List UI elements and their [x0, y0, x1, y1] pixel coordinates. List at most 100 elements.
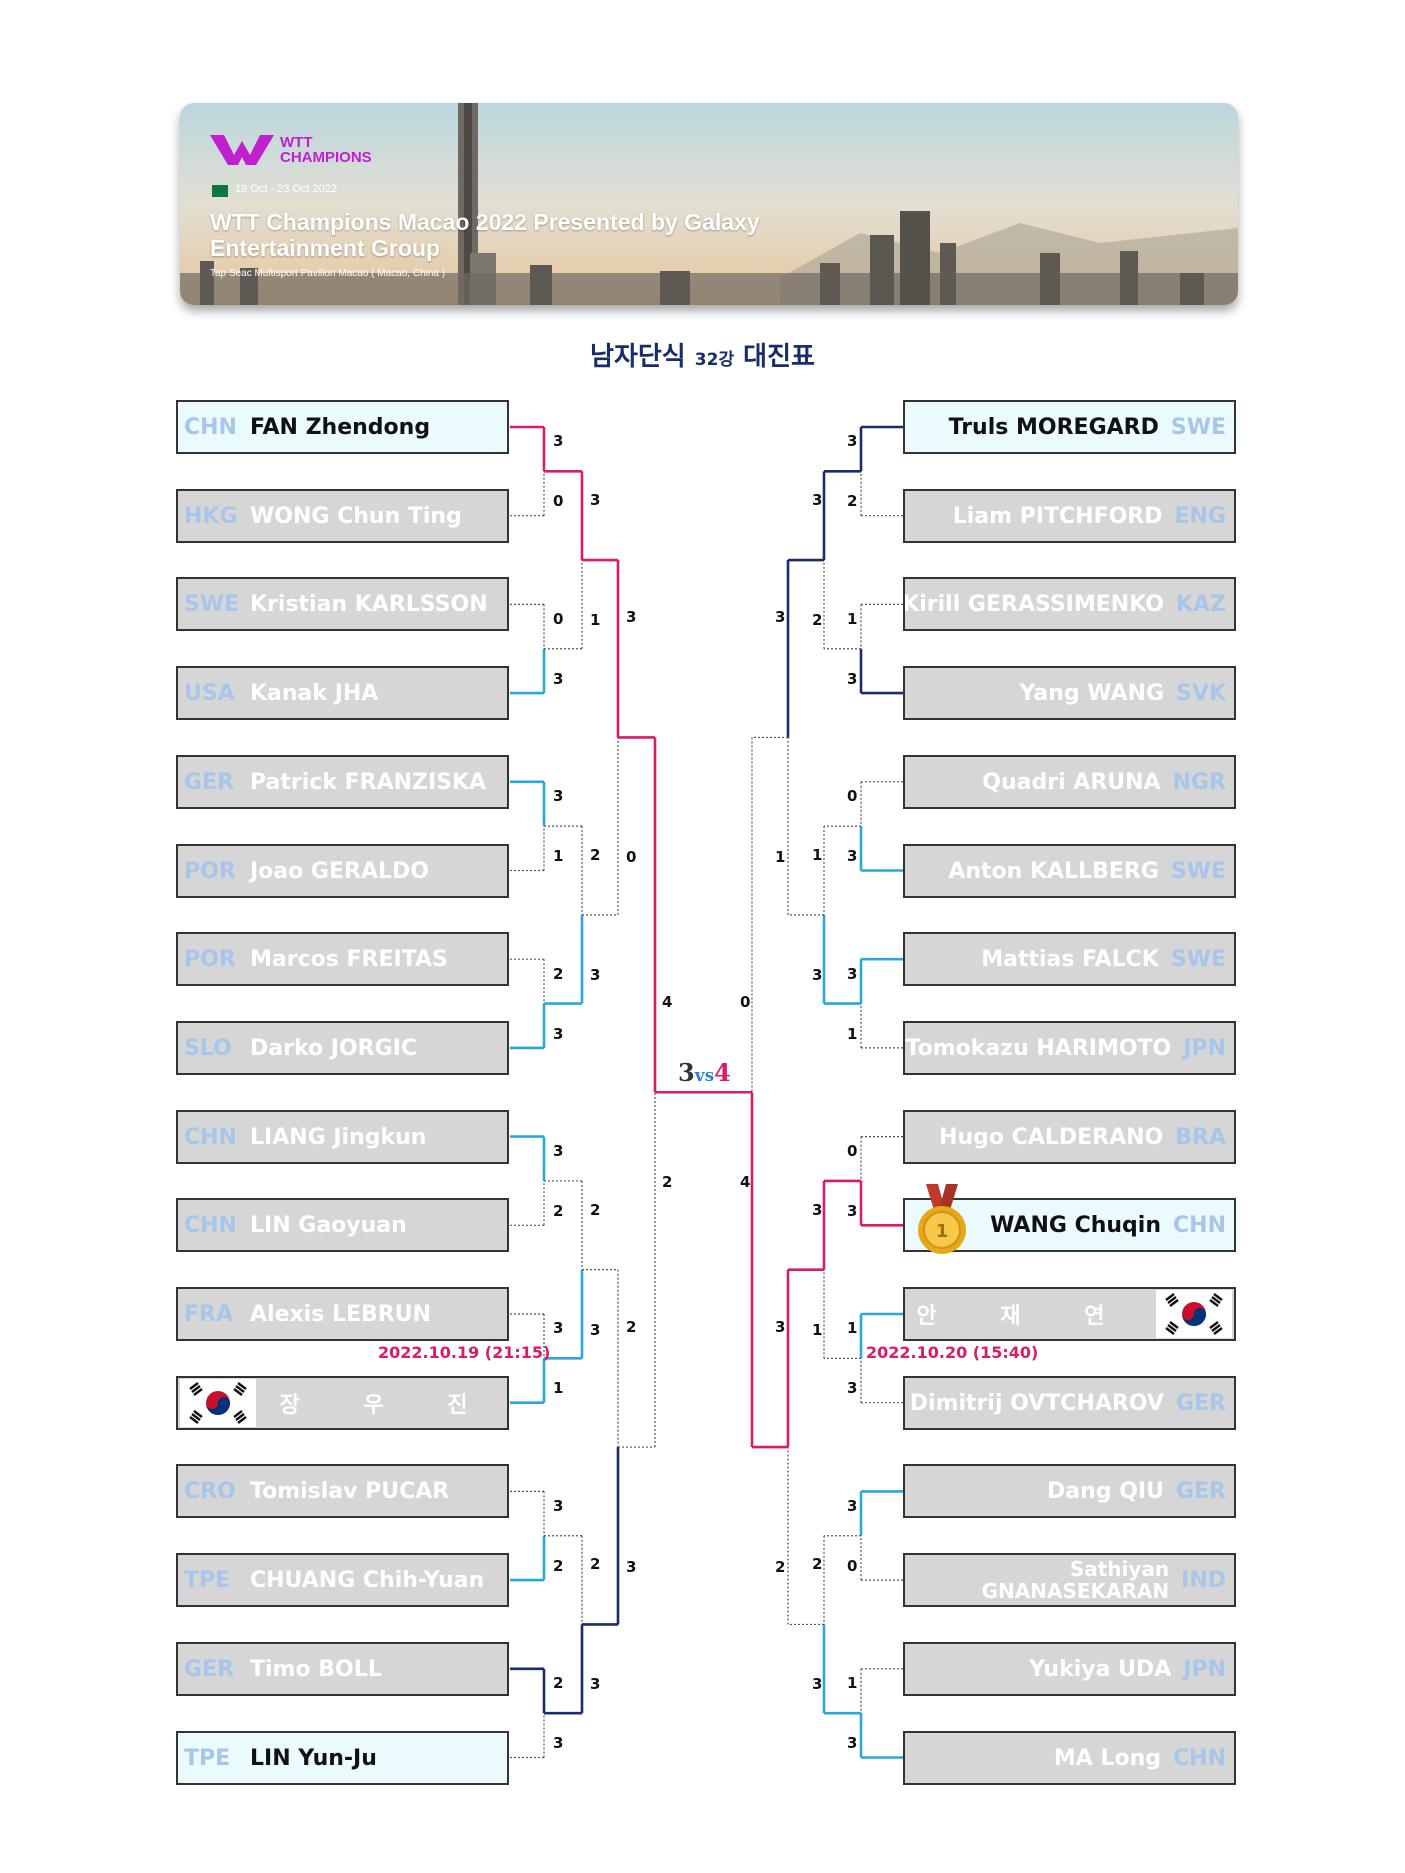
player-name: Yukiya UDA — [1029, 1656, 1172, 1682]
player-box: GER Patrick FRANZISKA — [176, 755, 509, 809]
match-score: 3 — [553, 1025, 564, 1043]
player-box: Yukiya UDA JPN — [903, 1642, 1236, 1696]
match-score: 3 — [812, 491, 823, 509]
match-score: 3 — [847, 670, 858, 688]
player-name: FAN Zhendong — [250, 414, 431, 440]
player-name: Mattias FALCK — [981, 946, 1159, 972]
match-score: 1 — [847, 610, 858, 628]
country-code: NGR — [1172, 769, 1226, 795]
country-code: FRA — [184, 1301, 233, 1327]
player-name: Tomokazu HARIMOTO — [905, 1035, 1172, 1061]
match-score: 3 — [626, 1558, 637, 1576]
player-name: Kristian KARLSSON — [250, 591, 488, 617]
match-score: 3 — [626, 608, 637, 626]
country-code: CHN — [184, 1212, 237, 1238]
player-box: HKG WONG Chun Ting — [176, 489, 509, 543]
match-score: 0 — [626, 848, 637, 866]
medal-number: 1 — [936, 1221, 949, 1242]
match-score: 0 — [553, 610, 564, 628]
match-score: 2 — [626, 1318, 637, 1336]
country-code: SWE — [1170, 858, 1226, 884]
match-score: 3 — [812, 966, 823, 984]
wtt-logo-icon — [210, 135, 274, 165]
match-score: 1 — [847, 1025, 858, 1043]
match-score: 2 — [553, 1674, 564, 1692]
player-box: Truls MOREGARD SWE — [903, 400, 1236, 454]
player-name: Kirill GERASSIMENKO — [903, 591, 1164, 617]
match-score: 2 — [812, 1555, 823, 1573]
country-code: GER — [184, 769, 235, 795]
player-name: Quadri ARUNA — [982, 769, 1161, 795]
player-name: Liam PITCHFORD — [952, 503, 1163, 529]
country-code: BRA — [1175, 1124, 1226, 1150]
match-score: 3 — [847, 1734, 858, 1752]
match-score: 3 — [590, 1321, 601, 1339]
match-score: 0 — [847, 787, 858, 805]
country-code: CHN — [184, 1124, 237, 1150]
match-score: 2 — [553, 1202, 564, 1220]
match-score: 0 — [847, 1557, 858, 1575]
player-name: LIN Gaoyuan — [250, 1212, 407, 1238]
player-name: WANG Chuqin — [990, 1212, 1162, 1238]
page-title: 남자단식 32강 대진표 — [590, 342, 815, 372]
country-code: IND — [1181, 1567, 1226, 1593]
country-code: SWE — [1170, 946, 1226, 972]
match-score: 1 — [812, 846, 823, 864]
match-score: 1 — [553, 1379, 564, 1397]
player-box: Mattias FALCK SWE — [903, 932, 1236, 986]
event-title: WTT Champions Macao 2022 Presented by Ga… — [210, 209, 760, 261]
player-box: Quadri ARUNA NGR — [903, 755, 1236, 809]
player-name: 장 우 진 — [279, 1393, 496, 1418]
match-score: 3 — [812, 1675, 823, 1693]
event-date-range: 19 Oct - 23 Oct 2022 — [235, 183, 338, 195]
country-code: GER — [184, 1656, 235, 1682]
player-name: LIN Yun-Ju — [250, 1745, 377, 1771]
country-code: CRO — [184, 1478, 236, 1504]
player-name: Truls MOREGARD — [948, 414, 1159, 440]
match-score: 3 — [847, 847, 858, 865]
match-score: 3 — [553, 787, 564, 805]
player-box: Anton KALLBERG SWE — [903, 844, 1236, 898]
gold-medal-icon: 1 — [918, 1184, 966, 1254]
player-name: Patrick FRANZISKA — [250, 769, 487, 795]
player-name: WONG Chun Ting — [250, 503, 462, 529]
country-code: SLO — [184, 1035, 232, 1061]
country-code: SWE — [1170, 414, 1226, 440]
match-score: 2 — [553, 965, 564, 983]
player-name: Yang WANG — [1019, 680, 1165, 706]
match-date-left: 2022.10.19 (21:15) — [378, 1343, 551, 1362]
match-score: 3 — [590, 491, 601, 509]
match-score: 3 — [847, 1202, 858, 1220]
match-score: 3 — [590, 1675, 601, 1693]
match-score: 2 — [553, 1557, 564, 1575]
country-code: GER — [1175, 1478, 1226, 1504]
match-score: 2 — [662, 1173, 673, 1191]
country-code: JPN — [1183, 1656, 1226, 1682]
match-score: 3 — [847, 1379, 858, 1397]
match-score: 0 — [740, 993, 751, 1011]
match-score: 3 — [847, 1497, 858, 1515]
match-score: 3 — [812, 1201, 823, 1219]
country-code: HKG — [184, 503, 238, 529]
player-name: Dang QIU — [1047, 1478, 1164, 1504]
match-score: 0 — [847, 1142, 858, 1160]
match-score: 3 — [775, 608, 786, 626]
player-name: Anton KALLBERG — [948, 858, 1159, 884]
match-score: 3 — [590, 966, 601, 984]
match-score: 0 — [553, 492, 564, 510]
match-score: 1 — [590, 611, 601, 629]
